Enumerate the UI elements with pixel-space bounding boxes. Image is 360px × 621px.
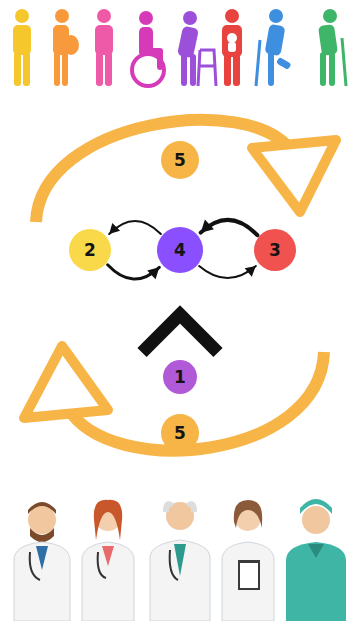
number-circle: 4: [157, 227, 203, 273]
curved-arrow: [108, 265, 160, 280]
callout-number: 5: [174, 152, 186, 169]
arrow-line: [108, 265, 160, 279]
arrow-line: [201, 220, 258, 235]
chevron-arrow: [142, 275, 218, 358]
callout-number: 4: [174, 242, 186, 259]
arrow-line: [109, 221, 161, 234]
curved-arrow: [199, 266, 256, 278]
number-circle: 5: [161, 414, 199, 452]
arrow-head: [147, 267, 159, 279]
cycle-arrows: [24, 120, 336, 451]
curved-arrow: [201, 220, 258, 236]
number-circle: 1: [163, 360, 197, 394]
number-circle: 2: [69, 229, 111, 271]
arrow-head: [109, 223, 120, 234]
arrow-line: [199, 266, 256, 278]
chevron-head: [142, 315, 218, 353]
number-circle: 5: [161, 141, 199, 179]
people-icons: [13, 9, 346, 86]
arrow-head: [201, 220, 214, 233]
callout-number: 3: [269, 242, 281, 259]
callout-number: 5: [174, 425, 186, 442]
arrow-head: [245, 266, 256, 277]
callout-number: 1: [174, 369, 186, 386]
number-circle: 3: [254, 229, 296, 271]
callout-number: 2: [84, 242, 96, 259]
curved-arrow: [109, 221, 161, 234]
doctor-icons: [14, 499, 346, 621]
